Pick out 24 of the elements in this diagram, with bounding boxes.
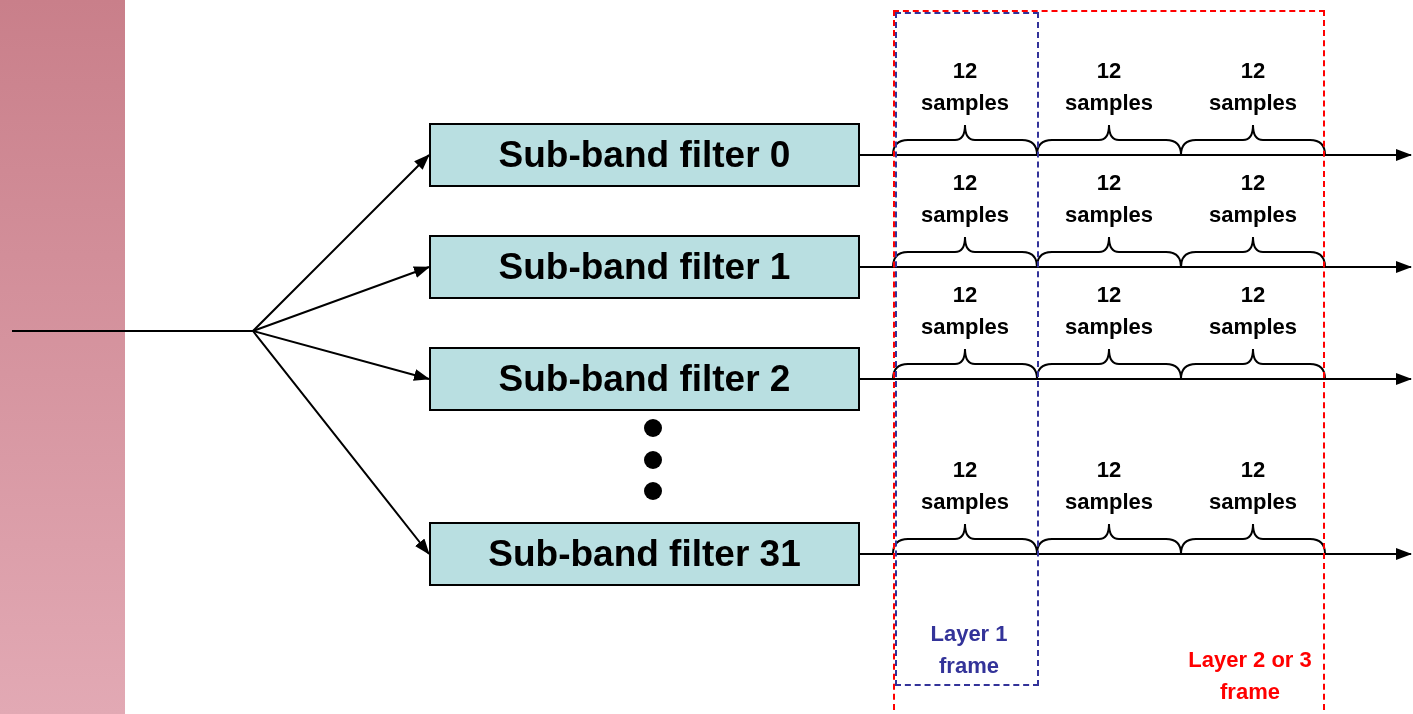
arrow bbox=[11, 330, 430, 555]
sample-count-label: 12 samples bbox=[1063, 456, 1155, 516]
sample-count-label: 12 samples bbox=[919, 456, 1011, 516]
arrow bbox=[859, 261, 1412, 273]
frame-label: Layer 2 or 3 frame bbox=[1187, 646, 1313, 706]
filter-box: Sub-band filter 0 bbox=[429, 123, 860, 187]
sample-count-label: 12 samples bbox=[919, 169, 1011, 229]
sample-count-label: 12 samples bbox=[1063, 281, 1155, 341]
frame-region bbox=[895, 12, 1039, 686]
sample-count-label: 12 samples bbox=[1207, 169, 1299, 229]
sample-count-label: 12 samples bbox=[1063, 57, 1155, 117]
filter-box: Sub-band filter 31 bbox=[429, 522, 860, 586]
arrow bbox=[859, 373, 1412, 385]
arrow bbox=[859, 548, 1412, 560]
filter-box: Sub-band filter 1 bbox=[429, 235, 860, 299]
sample-count-label: 12 samples bbox=[919, 57, 1011, 117]
arrow bbox=[859, 149, 1412, 161]
sample-count-label: 12 samples bbox=[919, 281, 1011, 341]
sample-count-label: 12 samples bbox=[1207, 456, 1299, 516]
sample-count-label: 12 samples bbox=[1207, 281, 1299, 341]
sample-count-label: 12 samples bbox=[1207, 57, 1299, 117]
frame-label: Layer 1 frame bbox=[929, 620, 1009, 680]
filter-box: Sub-band filter 2 bbox=[429, 347, 860, 411]
sample-count-label: 12 samples bbox=[1063, 169, 1155, 229]
